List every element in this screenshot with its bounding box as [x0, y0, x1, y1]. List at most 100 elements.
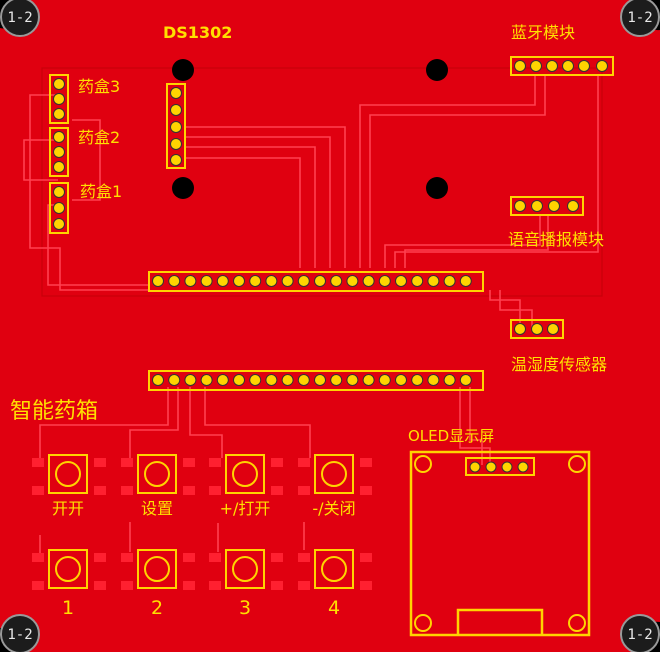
connector-pin [314, 374, 326, 386]
button-cap [144, 461, 170, 487]
button-pad [271, 486, 283, 495]
connector-pin [152, 275, 164, 287]
button-body [225, 454, 265, 494]
connector-pin [395, 275, 407, 287]
button-cap [144, 556, 170, 582]
box2-header [49, 127, 69, 177]
button-pad [298, 486, 310, 495]
connector-pin [427, 275, 440, 287]
button-pad [298, 553, 310, 562]
connector-pin [330, 275, 343, 287]
traces [23, 75, 599, 555]
connector-pin [281, 374, 294, 386]
box3-header [49, 74, 69, 124]
box3-label: 药盒3 [78, 77, 120, 96]
button-pad [209, 458, 221, 467]
button-cap [232, 556, 258, 582]
connector-pin [427, 374, 440, 386]
button-cap [321, 461, 347, 487]
mount-hole-label: 1-2 [7, 10, 32, 26]
tactile-button-bottom-1[interactable]: 1 [32, 549, 106, 619]
button-body [48, 454, 88, 494]
button-label: 1 [62, 597, 74, 619]
connector-pin [378, 374, 391, 386]
hole [426, 59, 448, 81]
box1-label: 药盒1 [80, 182, 122, 201]
connector-pin [184, 374, 197, 386]
connector-pin [378, 275, 391, 287]
voice-label: 语音播报模块 [508, 230, 604, 249]
hole [426, 177, 448, 199]
connector-pin [362, 275, 375, 287]
connector-pin [168, 275, 181, 287]
mount-hole-bottom-right: 1-2 [620, 614, 660, 652]
tactile-button-bottom-3[interactable]: 3 [209, 549, 283, 619]
oled-label: OLED显示屏 [408, 427, 494, 445]
temp-header [510, 319, 564, 339]
connector-pin [216, 374, 229, 386]
button-pad [209, 553, 221, 562]
tactile-button-bottom-2[interactable]: 2 [121, 549, 195, 619]
mount-hole-top-right: 1-2 [620, 0, 660, 37]
button-body [314, 454, 354, 494]
mount-hole-label: 1-2 [7, 627, 32, 643]
button-body [137, 549, 177, 589]
button-pad [183, 581, 195, 590]
temp-label: 温湿度传感器 [511, 355, 607, 374]
button-pad [271, 553, 283, 562]
connector-pin [265, 275, 278, 287]
buttons-group: 开开设置 +/打开 -/关闭 1 2 3 4 [32, 454, 372, 619]
button-pad [94, 486, 106, 495]
button-pad [94, 553, 106, 562]
ds1302-label: DS1302 [163, 23, 232, 42]
button-pad [360, 581, 372, 590]
button-pad [121, 486, 133, 495]
main-connector-upper [148, 271, 484, 292]
tactile-button-top-2[interactable]: 设置 [121, 454, 195, 518]
button-cap [321, 556, 347, 582]
button-label: 2 [151, 597, 163, 619]
box2-label: 药盒2 [78, 128, 120, 147]
bluetooth-label: 蓝牙模块 [511, 23, 575, 42]
button-label: +/打开 [220, 499, 271, 518]
plane-outline [41, 67, 603, 297]
button-pad [209, 486, 221, 495]
mount-hole-label: 1-2 [627, 627, 652, 643]
connector-pin [346, 275, 359, 287]
button-label: 4 [328, 597, 340, 619]
button-pad [298, 581, 310, 590]
button-pad [121, 581, 133, 590]
connector-pin [411, 374, 424, 386]
button-body [314, 549, 354, 589]
connector-pin [200, 374, 213, 386]
button-pad [209, 581, 221, 590]
button-body [137, 454, 177, 494]
tactile-button-top-4[interactable]: -/关闭 [298, 454, 372, 518]
button-pad [183, 486, 195, 495]
connector-pin [200, 275, 213, 287]
button-cap [55, 461, 81, 487]
tactile-button-top-3[interactable]: +/打开 [209, 454, 283, 518]
connector-pin [346, 374, 359, 386]
tactile-button-top-1[interactable]: 开开 [32, 454, 106, 518]
voice-header [510, 196, 584, 216]
button-pad [360, 486, 372, 495]
connector-pin [411, 275, 424, 287]
connector-pin [459, 275, 472, 287]
connector-pin [330, 374, 343, 386]
connector-pin [249, 275, 262, 287]
tactile-button-bottom-4[interactable]: 4 [298, 549, 372, 619]
button-pad [360, 553, 372, 562]
button-cap [55, 556, 81, 582]
button-pad [271, 581, 283, 590]
button-pad [298, 458, 310, 467]
ds1302-header [166, 83, 186, 169]
button-pad [121, 458, 133, 467]
main-connector-lower [148, 370, 484, 391]
connector-pin [443, 275, 456, 287]
connector-pin [395, 374, 407, 386]
button-pad [360, 458, 372, 467]
